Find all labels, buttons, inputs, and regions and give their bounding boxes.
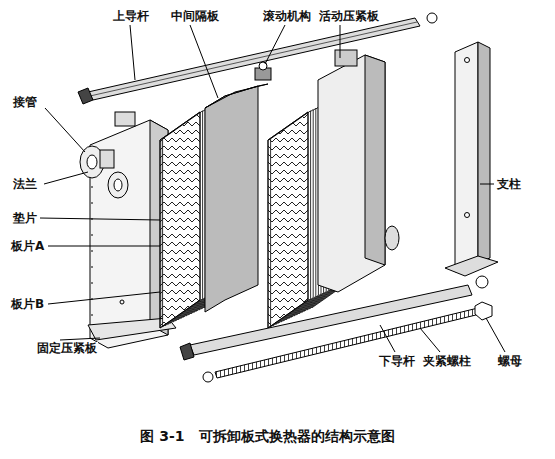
part-label: 板片B [10, 298, 45, 311]
rolling-mechanism [255, 62, 271, 80]
part-label: 滚动机构 [262, 10, 312, 23]
plate-corrugation [160, 112, 200, 328]
part-label: 垫片 [12, 212, 38, 225]
part-label: 接管 [12, 96, 38, 109]
part-label: 中间隔板 [170, 10, 220, 23]
part-label: 下导杆 [378, 355, 416, 368]
figure-caption: 图 3-1 可拆卸板式换热器的结构示意图 [140, 428, 394, 446]
part-label: 支柱 [496, 178, 522, 191]
movable-pressure-plate [318, 50, 399, 292]
part-label: 上导杆 [112, 10, 150, 23]
clamping-bolt [203, 302, 492, 382]
leader-lines [40, 25, 505, 352]
part-label: 板片A [10, 240, 45, 253]
part-label: 活动压紧板 [318, 10, 380, 23]
plate-corrugation [268, 112, 308, 328]
intermediate-plate [205, 84, 268, 312]
support-column [445, 42, 498, 276]
part-label: 固定压紧板 [36, 342, 98, 355]
part-label: 夹紧螺柱 [422, 355, 472, 368]
part-label: 螺母 [497, 355, 523, 368]
plate [160, 112, 200, 328]
part-label: 法兰 [12, 178, 38, 191]
plate [268, 112, 308, 328]
